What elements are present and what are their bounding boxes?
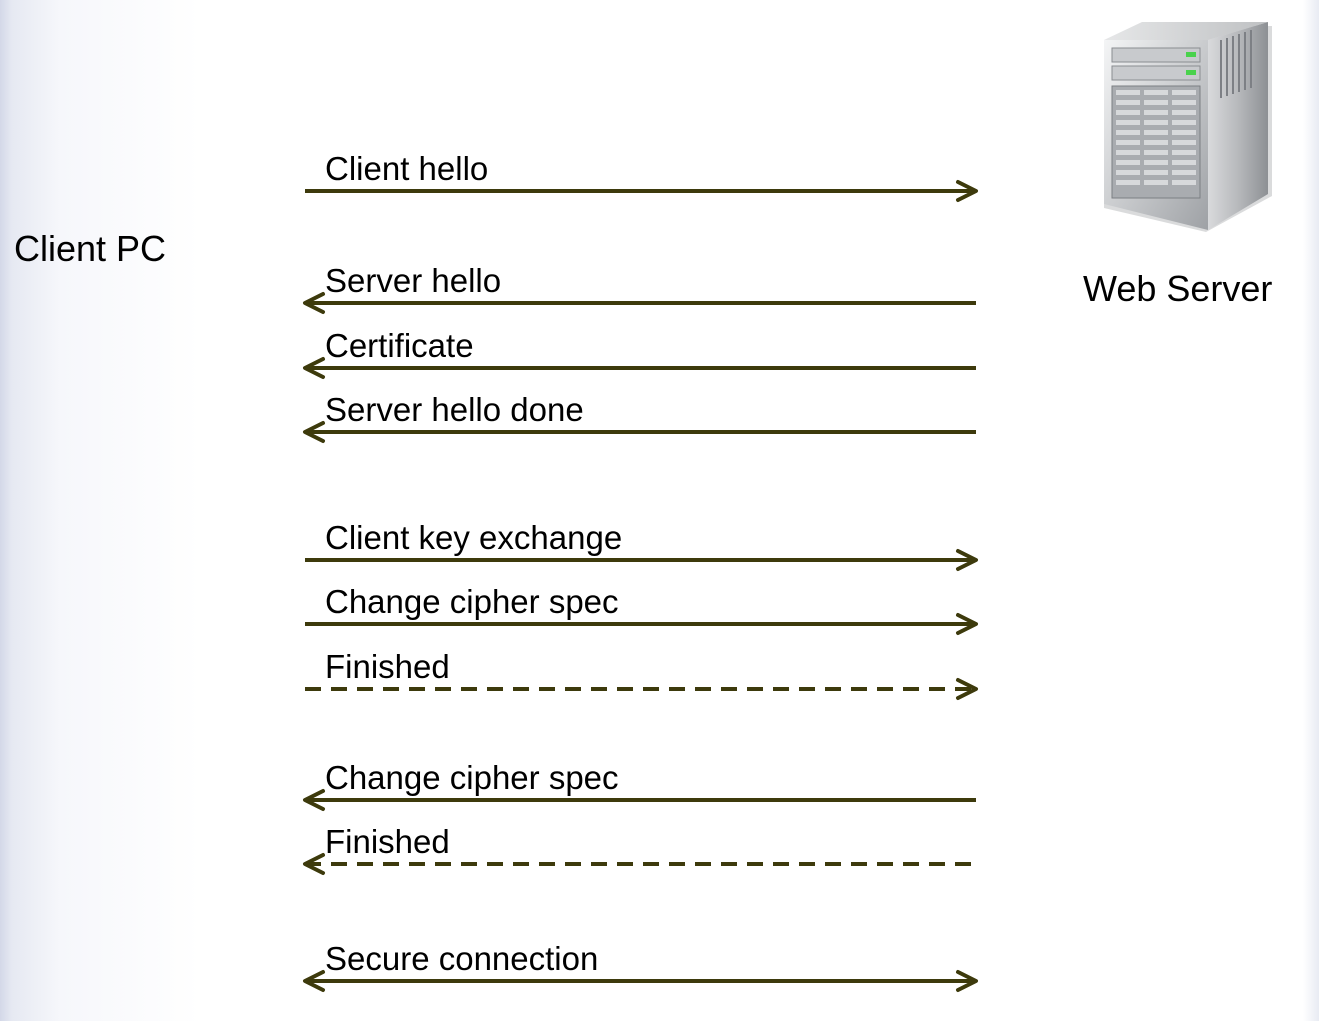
message-arrow: Secure connection bbox=[303, 940, 978, 992]
message-label: Secure connection bbox=[325, 940, 598, 977]
arrowhead-right bbox=[956, 613, 978, 635]
arrowhead-left bbox=[303, 421, 325, 443]
message-label: Server hello bbox=[325, 262, 501, 299]
arrowhead-left bbox=[303, 357, 325, 379]
background-gradient-left bbox=[0, 0, 260, 1021]
arrowhead-left bbox=[303, 789, 325, 811]
message-arrow: Server hello bbox=[303, 262, 976, 314]
arrowhead-right bbox=[956, 678, 978, 700]
arrowhead-left bbox=[303, 853, 325, 875]
message-arrow: Finished bbox=[305, 648, 978, 700]
arrowhead-left bbox=[303, 292, 325, 314]
message-label: Change cipher spec bbox=[325, 583, 619, 620]
message-label: Client hello bbox=[325, 150, 488, 187]
server-tower-icon bbox=[1104, 22, 1272, 232]
message-label: Certificate bbox=[325, 327, 474, 364]
message-arrow: Change cipher spec bbox=[305, 583, 978, 635]
message-arrow: Server hello done bbox=[303, 391, 976, 443]
arrowhead-right bbox=[956, 970, 978, 992]
arrowhead-left bbox=[303, 970, 325, 992]
message-label: Finished bbox=[325, 648, 450, 685]
message-label: Client key exchange bbox=[325, 519, 622, 556]
web-server-label: Web Server bbox=[1083, 268, 1273, 309]
message-arrow: Client hello bbox=[305, 150, 978, 202]
message-label: Server hello done bbox=[325, 391, 584, 428]
client-pc-label: Client PC bbox=[14, 228, 167, 269]
background-gradient-right bbox=[1303, 0, 1319, 1021]
message-label: Change cipher spec bbox=[325, 759, 619, 796]
message-arrow: Certificate bbox=[303, 327, 976, 379]
arrowhead-right bbox=[956, 180, 978, 202]
message-arrow: Finished bbox=[303, 823, 976, 875]
message-arrow: Client key exchange bbox=[305, 519, 978, 571]
message-arrow: Change cipher spec bbox=[303, 759, 976, 811]
arrowhead-right bbox=[956, 549, 978, 571]
message-label: Finished bbox=[325, 823, 450, 860]
